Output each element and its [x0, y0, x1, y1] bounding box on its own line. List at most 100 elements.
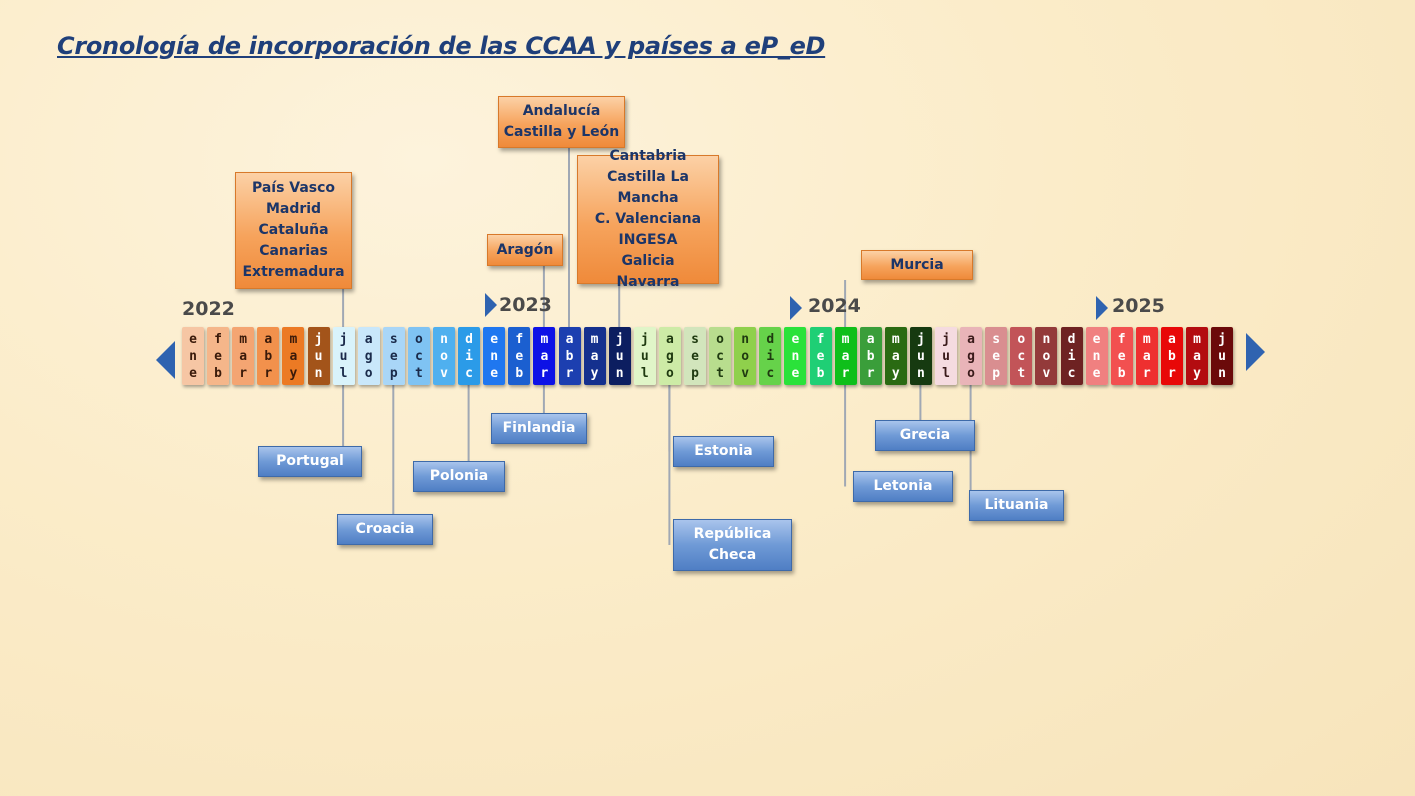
ccaa-box: Murcia: [861, 250, 973, 280]
month-letter: u: [942, 348, 950, 364]
month-letter: y: [1193, 365, 1201, 381]
month-letter: a: [1142, 348, 1151, 364]
month-letter: e: [1092, 331, 1101, 347]
next-arrow-icon[interactable]: [1246, 333, 1265, 371]
month-letter: c: [414, 348, 423, 364]
month-letter: d: [465, 331, 473, 347]
month-letter: e: [791, 365, 800, 381]
month-letter: e: [791, 331, 800, 347]
month-letter: g: [665, 348, 674, 364]
country-name: Letonia: [873, 478, 933, 494]
month-letter: l: [640, 365, 649, 381]
month-letter: g: [364, 348, 373, 364]
month-letter: n: [615, 365, 624, 381]
month-letter: v: [1042, 365, 1051, 381]
country-name: Checa: [708, 547, 757, 563]
month-letter: r: [565, 365, 574, 381]
ccaa-name: Cantabria: [609, 148, 687, 164]
month-letter: p: [992, 365, 1001, 381]
country-name: Lituania: [984, 497, 1049, 513]
month-letter: c: [465, 365, 473, 381]
month-letter: c: [1017, 348, 1026, 364]
ccaa-name: Castilla y León: [503, 124, 620, 140]
month-letter: e: [1092, 365, 1101, 381]
month-letter: e: [1117, 348, 1126, 364]
month-letter: n: [791, 348, 800, 364]
month-letter: b: [565, 348, 574, 364]
month-letter: n: [741, 331, 750, 347]
country-name: Finlandia: [502, 420, 576, 436]
month-letter: a: [1193, 348, 1201, 364]
month-letter: r: [841, 365, 850, 381]
country-name: Estonia: [694, 443, 753, 459]
ccaa-name: Navarra: [616, 274, 680, 290]
month-letter: j: [615, 331, 624, 347]
month-letter: o: [967, 365, 975, 381]
month-letter: t: [716, 365, 724, 381]
month-letter: e: [189, 365, 197, 381]
month-letter: a: [665, 331, 674, 347]
month-letter: c: [716, 348, 724, 364]
year-marker-icon: [790, 296, 802, 320]
country-name: Polonia: [429, 468, 489, 484]
country-name: Portugal: [276, 453, 344, 469]
ccaa-name: Aragón: [496, 241, 554, 258]
month-letter: n: [490, 348, 499, 364]
month-letter: b: [816, 365, 825, 381]
month-letter: b: [1167, 348, 1176, 364]
month-letter: o: [1042, 348, 1051, 364]
month-letter: f: [214, 331, 222, 347]
month-letter: r: [264, 365, 273, 381]
month-letter: a: [565, 331, 574, 347]
month-letter: e: [691, 348, 699, 364]
month-letter: i: [1067, 348, 1076, 364]
month-letter: i: [465, 348, 473, 364]
month-letter: a: [264, 331, 273, 347]
ccaa-name: Galicia: [621, 253, 675, 269]
page-title: Cronología de incorporación de las CCAA …: [57, 32, 826, 60]
month-letter: y: [590, 365, 599, 381]
month-letter: o: [440, 348, 448, 364]
previous-arrow-icon[interactable]: [156, 341, 175, 379]
month-letter: u: [615, 348, 624, 364]
month-letter: a: [1167, 331, 1176, 347]
ccaa-name: INGESA: [618, 232, 678, 248]
month-letter: a: [590, 348, 599, 364]
month-letter: a: [891, 348, 900, 364]
month-letter: i: [766, 348, 775, 364]
month-letter: j: [339, 331, 348, 347]
year-label-2024: 2024: [808, 295, 861, 317]
month-letter: m: [590, 331, 599, 347]
month-letter: o: [414, 331, 423, 347]
year-label-2022: 2022: [182, 298, 235, 320]
month-letter: e: [490, 365, 499, 381]
month-letter: u: [1218, 348, 1226, 364]
ccaa-name: C. Valenciana: [594, 211, 702, 227]
month-letter: v: [440, 365, 448, 381]
month-letter: d: [1067, 331, 1076, 347]
month-letter: s: [691, 331, 699, 347]
month-letter: a: [540, 348, 549, 364]
